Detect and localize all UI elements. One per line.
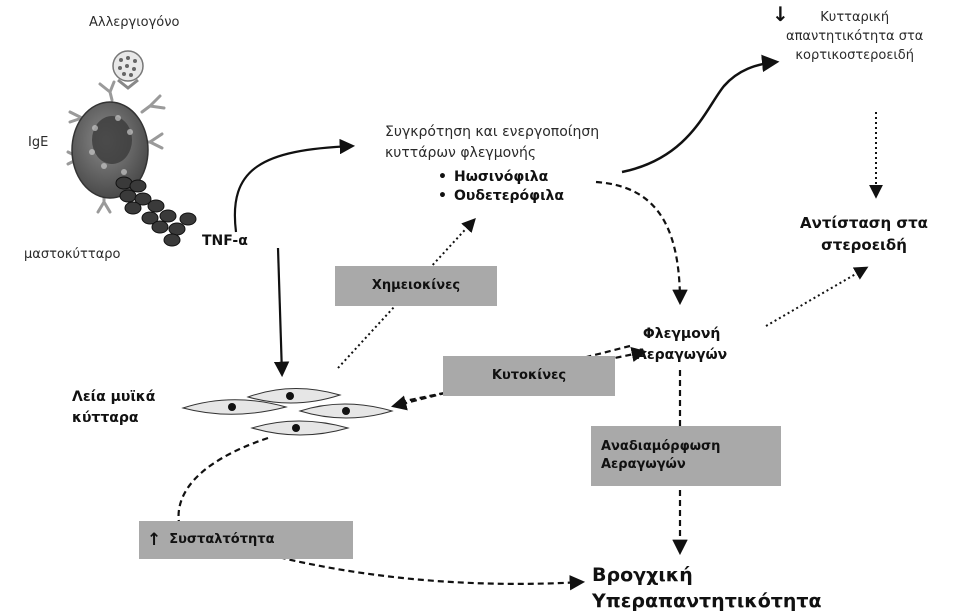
recruitment-text: Συγκρότηση και ενεργοποίηση κυττάρων φλε… [385, 122, 599, 164]
allergen-particle-icon [112, 50, 144, 90]
arrow-smooth-muscle-loop [177, 436, 269, 529]
bronchial-hyperresponsiveness-text: Βρογχική Υπεραπαντητικότητα [592, 562, 822, 614]
arrow-tnf-to-recruitment [233, 138, 356, 233]
up-arrow-icon: ↑ [147, 530, 162, 550]
inflammation-line-1: Φλεγμονή [642, 326, 721, 342]
eosinophils-item: Ηωσινόφιλα [438, 168, 564, 187]
allergen-label: Αλλεργιογόνο [89, 15, 180, 30]
mast-cell-granules-icon [115, 176, 197, 247]
smooth-muscle-cells-icon [181, 388, 394, 436]
remodeling-line-2: Αεραγωγών [601, 457, 686, 472]
responsiveness-line-1: ↓ Κυτταρική [772, 2, 890, 26]
tnf-label: TNF-α [202, 233, 248, 249]
chemokines-box: Χημειοκίνες [335, 266, 497, 306]
airway-remodeling-box: Αναδιαμόρφωση Αεραγωγών [591, 426, 781, 486]
arrow-recruitment-to-responsiveness [621, 54, 780, 174]
hyper-line-1: Βρογχική [592, 564, 693, 586]
steroid-resistance-text: Αντίσταση στα στεροειδή [800, 212, 928, 256]
inflammatory-cells-list: Ηωσινόφιλα Ουδετερόφιλα [438, 168, 564, 206]
neutrophils-item: Ουδετερόφιλα [438, 187, 564, 206]
arrow-contractility-to-hyperresponsiveness [269, 553, 586, 591]
recruitment-line-2: κυττάρων φλεγμονής [385, 145, 537, 161]
smooth-muscle-line-2: κύτταρα [72, 410, 139, 426]
contractility-label: Συσταλτότητα [169, 532, 275, 547]
resistance-line-2: στεροειδή [821, 236, 907, 254]
arrow-tnf-to-smooth-muscle [273, 247, 290, 378]
cytokines-box: Κυτοκίνες [443, 356, 615, 396]
arrow-inflammation-to-resistance [765, 266, 869, 327]
mast-cell-label: μαστοκύτταρο [24, 247, 121, 262]
ige-label: IgE [28, 135, 49, 150]
mast-cell-icon [71, 101, 149, 199]
contractility-box: ↑ Συσταλτότητα [139, 521, 353, 559]
responsiveness-text: ↓ Κυτταρική απαντητικότητα στα κορτικοστ… [772, 2, 924, 65]
remodeling-line-1: Αναδιαμόρφωση [601, 439, 721, 454]
inflammation-line-2: Αεραγωγών [636, 347, 728, 363]
hyper-line-2: Υπεραπαντητικότητα [592, 590, 822, 612]
resistance-line-1: Αντίσταση στα [800, 214, 928, 232]
responsiveness-line-2: απαντητικότητα στα [786, 29, 924, 44]
arrow-cells-to-inflammation [595, 180, 688, 306]
smooth-muscle-label: Λεία μυϊκά κύτταρα [72, 387, 155, 429]
down-arrow-icon: ↓ [772, 2, 789, 26]
responsiveness-line-3: κορτικοστεροειδή [795, 48, 914, 63]
airway-inflammation-text: Φλεγμονή Αεραγωγών [636, 324, 727, 366]
smooth-muscle-line-1: Λεία μυϊκά [72, 389, 156, 405]
recruitment-line-1: Συγκρότηση και ενεργοποίηση [385, 124, 600, 140]
